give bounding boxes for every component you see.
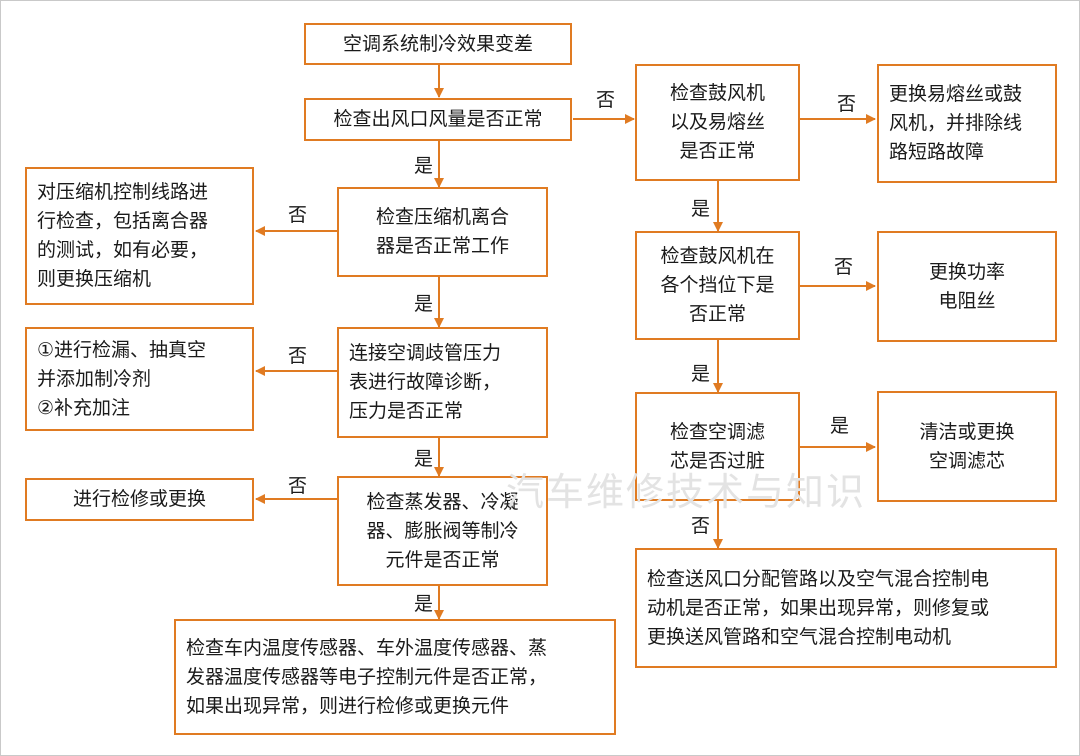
- label-yes-speeds: 是: [691, 363, 711, 385]
- node-check-duct-motor-text: 检查送风口分配管路以及空气混合控制电 动机是否正常，如果出现异常，则修复或 更换…: [647, 567, 990, 648]
- node-leak-action: ①进行检漏、抽真空 并添加制冷剂 ②补充加注: [25, 327, 254, 431]
- node-repair-replace: 进行检修或更换: [25, 478, 254, 521]
- node-check-sensors: 检查车内温度传感器、车外温度传感器、蒸 发器温度传感器等电子控制元件是否正常， …: [174, 619, 616, 735]
- node-check-filter-text: 检查空调滤 芯是否过脏: [669, 420, 765, 472]
- label-yes-filter: 是: [830, 415, 850, 437]
- node-leak-action-text: ①进行检漏、抽真空 并添加制冷剂 ②补充加注: [37, 338, 207, 419]
- label-no-manifold: 否: [288, 345, 308, 367]
- node-check-blower-speeds-text: 检查鼓风机在 各个挡位下是 否正常: [660, 245, 775, 325]
- label-yes-blower: 是: [691, 198, 711, 220]
- label-yes-vent: 是: [414, 155, 434, 177]
- node-check-blower-fuse-text: 检查鼓风机 以及易熔丝 是否正常: [669, 82, 765, 162]
- node-replace-fuse-blower-text: 更换易熔丝或鼓 风机，并排除线 路短路故障: [889, 83, 1023, 163]
- node-check-filter: 检查空调滤 芯是否过脏: [635, 392, 800, 501]
- node-compressor-action-text: 对压缩机控制线路进 行检查，包括离合器 的测试，如有必要， 则更换压缩机: [37, 181, 209, 290]
- node-clean-replace-filter: 清洁或更换 空调滤芯: [877, 391, 1057, 502]
- label-yes-compressor: 是: [414, 293, 434, 315]
- node-check-compressor-clutch: 检查压缩机离合 器是否正常工作: [337, 187, 548, 277]
- node-start: 空调系统制冷效果变差: [304, 23, 572, 65]
- label-no-filter: 否: [691, 515, 711, 537]
- node-start-text: 空调系统制冷效果变差: [342, 32, 533, 55]
- node-check-refrigeration-parts: 检查蒸发器、冷凝 器、膨胀阀等制冷 元件是否正常: [337, 476, 548, 586]
- label-no-speeds: 否: [834, 256, 854, 278]
- node-check-compressor-clutch-text: 检查压缩机离合 器是否正常工作: [375, 206, 509, 257]
- label-yes-parts: 是: [414, 593, 434, 615]
- node-compressor-action: 对压缩机控制线路进 行检查，包括离合器 的测试，如有必要， 则更换压缩机: [25, 167, 254, 305]
- label-no-vent: 否: [596, 89, 616, 111]
- node-clean-replace-filter-text: 清洁或更换 空调滤芯: [919, 420, 1015, 472]
- node-replace-fuse-blower: 更换易熔丝或鼓 风机，并排除线 路短路故障: [877, 64, 1057, 183]
- node-check-refrigeration-parts-text: 检查蒸发器、冷凝 器、膨胀阀等制冷 元件是否正常: [366, 490, 519, 571]
- label-no-blower: 否: [837, 93, 857, 115]
- node-check-blower-speeds: 检查鼓风机在 各个挡位下是 否正常: [635, 231, 800, 340]
- node-check-manifold-pressure-text: 连接空调歧管压力 表进行故障诊断， 压力是否正常: [349, 342, 502, 422]
- node-repair-replace-text: 进行检修或更换: [72, 488, 206, 510]
- node-check-vent-airflow-text: 检查出风口风量是否正常: [333, 108, 543, 130]
- node-check-manifold-pressure: 连接空调歧管压力 表进行故障诊断， 压力是否正常: [337, 327, 548, 438]
- node-replace-resistor: 更换功率 电阻丝: [877, 231, 1057, 342]
- node-check-vent-airflow: 检查出风口风量是否正常: [304, 98, 572, 141]
- node-check-sensors-text: 检查车内温度传感器、车外温度传感器、蒸 发器温度传感器等电子控制元件是否正常， …: [186, 636, 548, 717]
- label-no-parts: 否: [288, 475, 308, 497]
- node-check-duct-motor: 检查送风口分配管路以及空气混合控制电 动机是否正常，如果出现异常，则修复或 更换…: [635, 548, 1057, 668]
- label-yes-manifold: 是: [414, 448, 434, 470]
- label-no-compressor: 否: [288, 204, 308, 226]
- node-replace-resistor-text: 更换功率 电阻丝: [928, 260, 1005, 312]
- node-check-blower-fuse: 检查鼓风机 以及易熔丝 是否正常: [635, 64, 800, 181]
